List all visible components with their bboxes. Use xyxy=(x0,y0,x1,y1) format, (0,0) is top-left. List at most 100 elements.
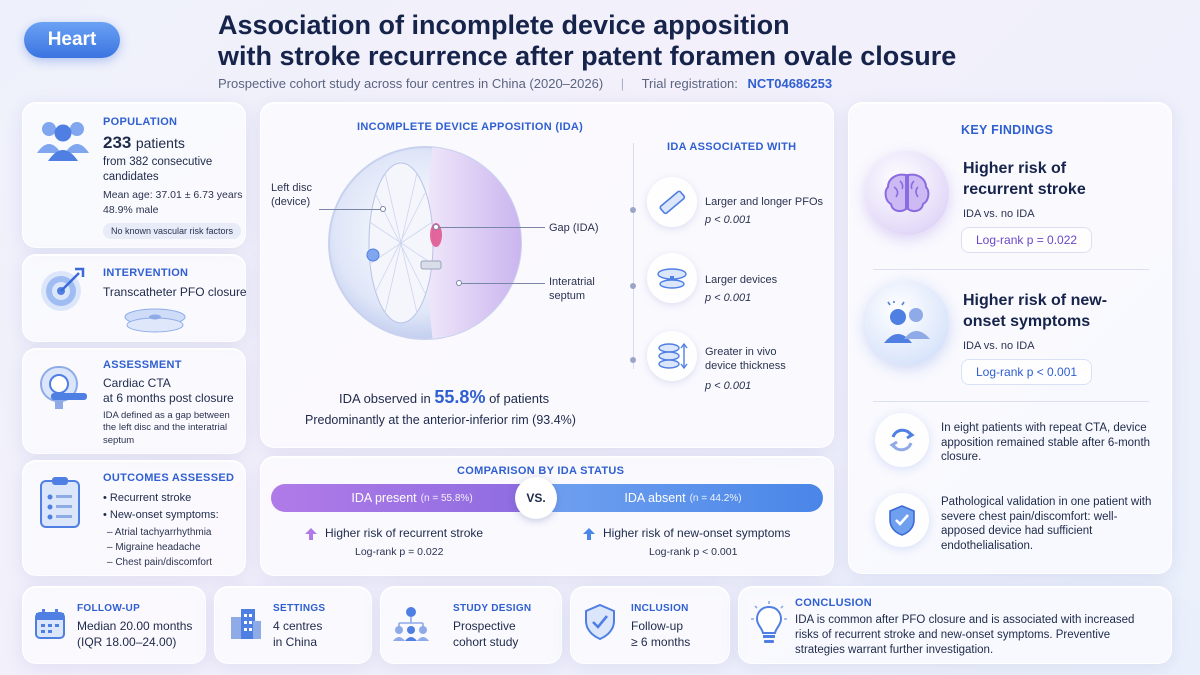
ruler-icon xyxy=(647,177,697,227)
left-disc-leader-line xyxy=(319,209,381,210)
key-findings-heading: KEY FINDINGS xyxy=(961,123,1054,137)
settings-line2: in China xyxy=(273,635,318,649)
findings-divider-2 xyxy=(873,401,1149,402)
outcome-sub-3: – Chest pain/discomfort xyxy=(107,557,213,568)
outcome-item-1: • Recurrent stroke xyxy=(103,492,192,504)
septum-leader-line xyxy=(461,283,545,284)
trial-id[interactable]: NCT04686253 xyxy=(747,76,833,91)
people-icon xyxy=(35,117,91,161)
inclusion-line2: ≥ 6 months xyxy=(631,635,691,649)
assoc-item-3-p: p < 0.001 xyxy=(705,380,752,392)
ida-heading: INCOMPLETE DEVICE APPOSITION (IDA) xyxy=(357,121,584,133)
followup-card: FOLLOW-UP Median 20.00 months (IQR 18.00… xyxy=(22,586,206,664)
outcome-item-2: • New-onset symptoms: xyxy=(103,509,219,521)
intervention-text: Transcatheter PFO closure xyxy=(103,285,247,299)
ida-predominant: Predominantly at the anterior-inferior r… xyxy=(305,413,576,427)
ida-present-n: (n = 55.8%) xyxy=(420,492,473,504)
population-mean-age: Mean age: 37.01 ± 6.73 years xyxy=(103,189,243,201)
assoc-heading: IDA ASSOCIATED WITH xyxy=(667,141,797,153)
finding-1-p: Log-rank p = 0.022 xyxy=(976,233,1078,247)
ida-observed-post: of patients xyxy=(489,391,550,406)
assoc-item-1-label: Larger and longer PFOs xyxy=(705,196,824,208)
right-risk-p: Log-rank p < 0.001 xyxy=(649,546,738,558)
team-icon xyxy=(391,605,431,641)
refresh-icon xyxy=(875,413,929,467)
page-title: Association of incomplete device apposit… xyxy=(218,10,1058,73)
conclusion-text: IDA is common after PFO closure and is a… xyxy=(795,614,1135,656)
outcomes-card: OUTCOMES ASSESSED • Recurrent stroke • N… xyxy=(22,460,246,576)
journal-badge[interactable]: Heart xyxy=(24,22,120,58)
outcomes-heading: OUTCOMES ASSESSED xyxy=(103,472,235,484)
finding-2-p-pill: Log-rank p < 0.001 xyxy=(961,359,1093,385)
comparison-card: COMPARISON BY IDA STATUS IDA present (n … xyxy=(260,456,834,576)
assoc-dot-2 xyxy=(630,283,636,289)
finding-1-p-pill: Log-rank p = 0.022 xyxy=(961,227,1093,253)
device-icon xyxy=(647,253,697,303)
design-heading: STUDY DESIGN xyxy=(453,603,532,614)
assessment-line2: at 6 months post closure xyxy=(103,391,234,405)
calendar-icon xyxy=(33,607,67,641)
settings-card: SETTINGS 4 centres in China xyxy=(214,586,372,664)
ida-illustration xyxy=(325,143,525,343)
lightbulb-icon xyxy=(751,601,787,645)
assoc-item-2-label: Larger devices xyxy=(705,274,778,286)
followup-line2: (IQR 18.00–24.00) xyxy=(77,635,177,649)
target-icon xyxy=(37,265,87,315)
assoc-dot-1 xyxy=(630,207,636,213)
left-disc-label: Left disc (device) xyxy=(271,182,312,209)
ida-present-label: IDA present xyxy=(351,491,417,505)
arrow-up-icon-right xyxy=(583,527,595,540)
clipboard-icon xyxy=(37,475,83,529)
settings-heading: SETTINGS xyxy=(273,603,326,614)
ida-observed-row: IDA observed in 55.8% of patients xyxy=(339,387,549,408)
patients-icon xyxy=(865,281,949,365)
arrow-up-icon-left xyxy=(305,527,317,540)
assoc-item-1-p: p < 0.001 xyxy=(705,214,752,226)
assessment-line1: Cardiac CTA xyxy=(103,376,171,390)
subtitle: Prospective cohort study across four cen… xyxy=(218,76,604,91)
shield-check-icon-footer xyxy=(583,603,617,641)
gap-label: Gap (IDA) xyxy=(549,222,599,234)
design-line2: cohort study xyxy=(453,635,519,649)
outcome-sub-2: – Migraine headache xyxy=(107,542,201,553)
inclusion-heading: INCLUSION xyxy=(631,603,689,614)
population-from: from 382 consecutive candidates xyxy=(103,156,213,183)
population-male: 48.9% male xyxy=(103,204,159,216)
finding-1-title: Higher risk of recurrent stroke xyxy=(963,160,1086,198)
ida-absent-bar: IDA absent (n = 44.2%) xyxy=(543,484,823,512)
findings-divider-1 xyxy=(873,269,1149,270)
ida-vertical-divider xyxy=(633,143,634,369)
subtitle-row: Prospective cohort study across four cen… xyxy=(218,76,833,91)
trial-label: Trial registration: xyxy=(641,76,738,91)
ct-scanner-icon xyxy=(35,363,89,411)
journal-badge-label: Heart xyxy=(47,29,97,50)
right-risk-text: Higher risk of new-onset symptoms xyxy=(603,526,791,540)
finding-4-text: Pathological validation in one patient w… xyxy=(941,496,1152,553)
outcome-sub-1: – Atrial tachyarrhythmia xyxy=(107,527,212,538)
finding-2-sub: IDA vs. no IDA xyxy=(963,340,1035,352)
gap-leader-line xyxy=(439,227,545,228)
ida-present-bar: IDA present (n = 55.8%) xyxy=(271,484,553,512)
population-count-row: 233 patients xyxy=(103,133,185,153)
shield-check-icon xyxy=(875,493,929,547)
population-count-unit: patients xyxy=(135,135,185,151)
finding-3-text: In eight patients with repeat CTA, devic… xyxy=(941,422,1151,464)
thickness-icon xyxy=(647,331,697,381)
design-line1: Prospective xyxy=(453,619,516,633)
occluder-device-image xyxy=(123,303,187,335)
population-count: 233 xyxy=(103,133,132,152)
conclusion-card: CONCLUSION IDA is common after PFO closu… xyxy=(738,586,1172,664)
left-risk-p: Log-rank p = 0.022 xyxy=(355,546,444,558)
ida-absent-label: IDA absent xyxy=(624,491,686,505)
ida-absent-n: (n = 44.2%) xyxy=(689,492,742,504)
title-line-2: with stroke recurrence after patent fora… xyxy=(218,41,957,72)
intervention-heading: INTERVENTION xyxy=(103,267,189,279)
ida-card: INCOMPLETE DEVICE APPOSITION (IDA) xyxy=(260,102,834,448)
left-risk-text: Higher risk of recurrent stroke xyxy=(325,526,484,540)
title-line-1: Association of incomplete device apposit… xyxy=(218,10,790,40)
assessment-definition: IDA defined as a gap between the left di… xyxy=(103,410,230,446)
vs-label: VS. xyxy=(526,491,546,505)
assoc-item-2-p: p < 0.001 xyxy=(705,292,752,304)
assoc-dot-3 xyxy=(630,357,636,363)
ida-observed-pre: IDA observed in xyxy=(339,391,431,406)
